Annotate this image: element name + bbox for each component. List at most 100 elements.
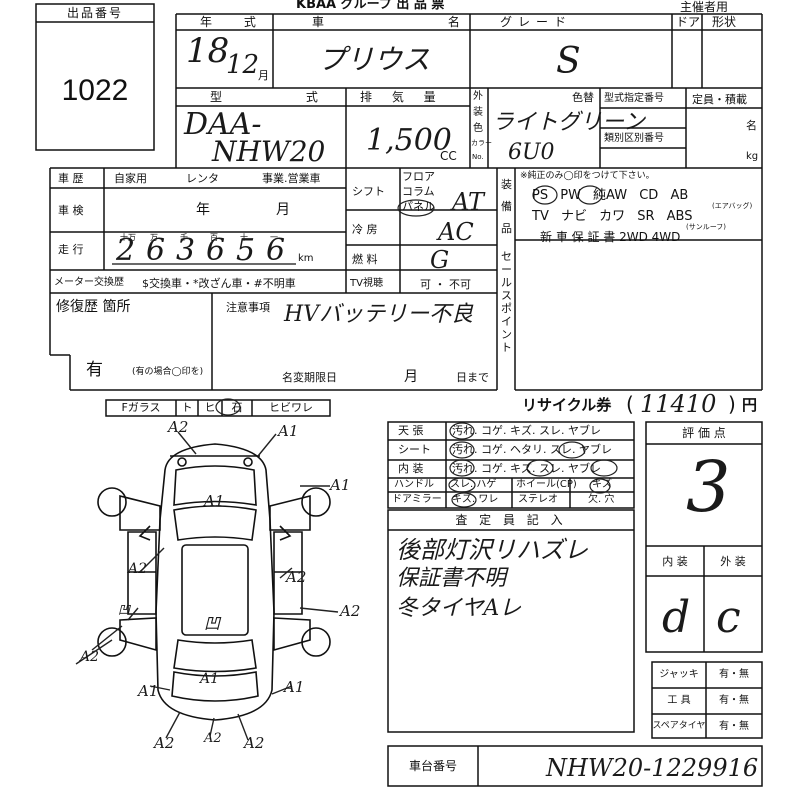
floor-label: フロア [402,170,435,183]
fuel-value: G [430,246,450,274]
handle-options: スレ. ハゲ [450,479,497,490]
history-label: 車 歴 [58,172,84,185]
damage-mark: A2 [244,734,265,752]
equipment-note: ※純正のみ◯印をつけて下さい。 [520,171,655,181]
inspector-line-3: 冬タイヤAレ [396,596,522,621]
mileage-place-label: 十 [240,233,248,242]
mileage-place-label: 千 [180,233,188,242]
interior-grade-label: 内 装 [662,555,688,568]
spare-tire-options: 有・無 [719,721,749,732]
meter-exchange-label: メーター交換歴 [54,277,124,288]
mileage-digit: 6 [206,233,226,268]
damage-mark: A2 [204,731,222,746]
displacement-label: 排 気 量 [360,90,444,104]
history-option-business: 事業.営業車 [262,172,321,185]
doors-label: ドア [676,15,701,29]
sales-point-label: セールスポイント [501,250,512,354]
interior-trim-label: 内 装 [398,462,424,475]
mileage-place-label: 十万 [120,233,136,242]
mileage-digit: 6 [146,233,166,268]
panel-label: パネル [402,200,435,213]
equipment-row-3: 新 車 保 証 書 2WD 4WD [540,230,681,244]
column-label: コラム [402,185,435,198]
damage-mark: A1 [278,422,299,440]
ceiling-label: 天 張 [398,424,424,437]
damage-mark: A1 [204,492,225,510]
equipment-side-label: 装備品 [501,178,512,235]
damage-mark: A1 [200,671,220,687]
year-value: 18 [186,31,230,71]
glass-crack: ヒビワレ [269,401,313,414]
name-change-label: 名変期限日 [282,371,337,384]
repair-history-note: (有の場合◯印を) [132,367,204,377]
fuel-label: 燃 料 [352,253,378,266]
organizer-label: 主催者用 [680,0,729,14]
displacement-unit: CC [440,149,457,163]
ceiling-options: 汚れ. コゲ. キズ. スレ. ヤブレ [452,424,601,437]
ac-label: 冷 房 [352,223,378,236]
option-circles [215,185,618,508]
glass-to: ト [181,401,193,414]
color-side-1: 外 [473,91,483,102]
jack-label: ジャッキ [659,669,699,680]
mileage-digit: 6 [266,233,286,268]
car-diagram [97,443,331,721]
seat-options: 汚れ. コゲ. ヘタリ. スレ. ヤブレ [452,443,612,456]
inspector-line-1: 後部灯沢リハズレ [396,536,588,564]
name-change-day: 日まで [456,371,489,384]
tv-label: TV視聴 [350,278,383,289]
repair-history-value: 有 [86,360,103,380]
history-option-rental: レンタ [186,172,219,185]
history-option-private: 自家用 [114,172,147,185]
capacity-unit-2: kg [746,151,759,162]
recycle-open-paren: ( [626,392,634,416]
inspection-month: 月 [276,202,290,218]
damage-mark: A1 [284,678,305,696]
equipment-row-2-sub: (サンルーフ) [686,223,727,231]
mileage-place-label: 万 [150,233,158,242]
color-label: 色替 [572,91,594,104]
year-label: 年 式 [200,15,270,29]
month-suffix: 月 [258,69,269,82]
damage-mark-dent: 凹 [118,603,131,617]
damage-mark: A2 [286,568,307,586]
color-side-5: No. [472,153,484,161]
interior-grade: d [662,592,691,643]
mileage-unit: km [298,253,314,264]
recycle-label: リサイクル券 [522,396,612,414]
mirror-options: キズ. ワレ [452,494,499,505]
capacity-unit-1: 名 [746,119,757,132]
type-designation-label: 型式指定番号 [604,93,664,104]
chassis-label: 車台番号 [408,759,457,773]
glass-stone: 石 [231,401,243,414]
glass-hi: ヒ [204,401,216,414]
damage-mark: A2 [128,561,148,577]
grade-label: グレード [500,15,573,29]
shape-label: 形状 [712,15,737,29]
mirror-label: ドアミラー [392,494,442,505]
mileage-digit: 5 [236,233,256,268]
car-name-label: 車 名 [312,15,520,29]
wheel-options: キズ [592,479,612,490]
mileage-digit: 3 [176,233,196,268]
equipment-row-1: PS PW 純AW CD AB [532,188,689,203]
damage-mark: A2 [340,602,361,620]
equipment-row-2: TV ナビ カワ SR ABS [532,209,693,224]
caution-label: 注意事項 [226,301,270,314]
recycle-value: 11410 [640,390,717,418]
damage-mark: A2 [80,649,100,665]
shift-label: シフト [352,185,385,198]
displacement-value: 1,500 [366,123,452,158]
inspection-label: 車 検 [58,204,84,217]
chassis-value: NHW20-1229916 [546,754,759,782]
car-name-value: プリウス [318,43,431,76]
damage-mark: A2 [154,734,175,752]
inspector-line-2: 保証書不明 [396,566,507,591]
grade-value: S [556,41,581,82]
form-title: KBAA グループ 出 品 票 [296,0,445,12]
tools-options: 有・無 [719,695,749,706]
wheel-label: ホイール(CP) [516,479,577,490]
model-label: 型 式 [210,90,358,104]
glass-front: Fガラス [121,401,161,414]
